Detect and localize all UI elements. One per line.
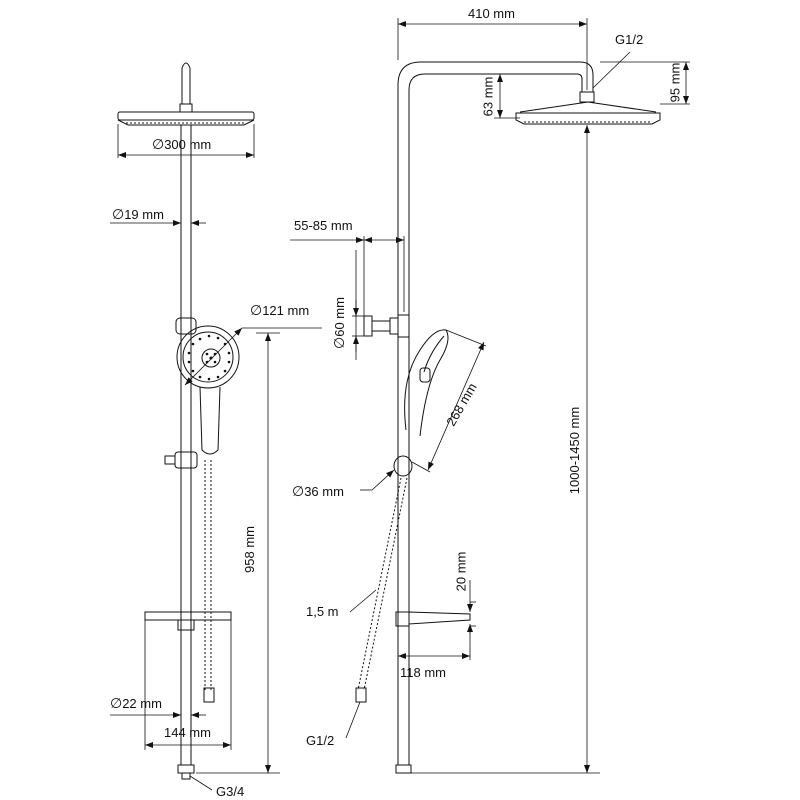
front-shelf [144,611,232,631]
head-drop-label: 95 mm [667,62,683,103]
hose-length-label: 1,5 m [306,604,339,619]
wall-distance-label: 55-85 mm [294,218,353,233]
head-thread-label: G1/2 [615,32,644,47]
diameter-symbol: ∅ [112,207,125,223]
lower-pipe-diameter-label: ∅22 mm [110,697,162,711]
bracket-diameter-label: ∅60 mm [331,297,348,349]
head-diameter-value: 300 mm [164,137,212,152]
riser-height-label: 958 mm [241,526,257,573]
side-hose-connector [355,687,367,703]
front-riser-pipe [180,125,192,765]
lower-pipe-diameter-value: 22 mm [122,696,162,711]
hand-shower-diameter-value: 121 mm [262,303,310,318]
side-hose [357,477,408,691]
front-hose [204,460,212,690]
side-shelf [395,611,471,627]
diameter-symbol: ∅ [292,484,305,500]
side-wall-bracket [363,314,410,338]
side-hand-shower [404,329,449,437]
total-height-label: 1000-1450 mm [567,406,583,495]
inlet-thread-label: G3/4 [216,784,245,799]
side-shower-head [515,91,661,125]
side-slider [393,455,413,477]
front-hand-shower [175,317,240,455]
front-head-connector [179,62,193,113]
dimension-lines [110,18,690,791]
bracket-diameter-value: 60 mm [331,297,347,337]
shelf-height-label: 20 mm [453,551,469,592]
front-view [117,62,255,780]
diameter-symbol: ∅ [331,336,348,349]
pipe-diameter-label: ∅19 mm [112,208,164,222]
diameter-symbol: ∅ [110,696,123,712]
front-shower-head [117,111,255,126]
head-offset-label: 63 mm [480,76,496,117]
hose-thread-label: G1/2 [306,733,335,748]
side-bottom-fitting [395,764,412,774]
diameter-symbol: ∅ [152,137,165,153]
slider-diameter-value: 36 mm [304,484,344,499]
front-hose-connector [203,687,215,703]
pipe-diameter-value: 19 mm [124,207,164,222]
slider-diameter-label: ∅36 mm [292,485,344,499]
head-diameter-label: ∅300 mm [152,138,211,152]
shelf-depth-label: 118 mm [400,665,446,680]
front-slider [164,451,198,469]
arm-length-label: 410 mm [468,6,515,21]
side-riser-and-arm [397,61,594,765]
hand-shower-diameter-label: ∅121 mm [250,304,309,318]
diameter-symbol: ∅ [250,303,263,319]
shelf-width-label: 144 mm [164,725,211,740]
